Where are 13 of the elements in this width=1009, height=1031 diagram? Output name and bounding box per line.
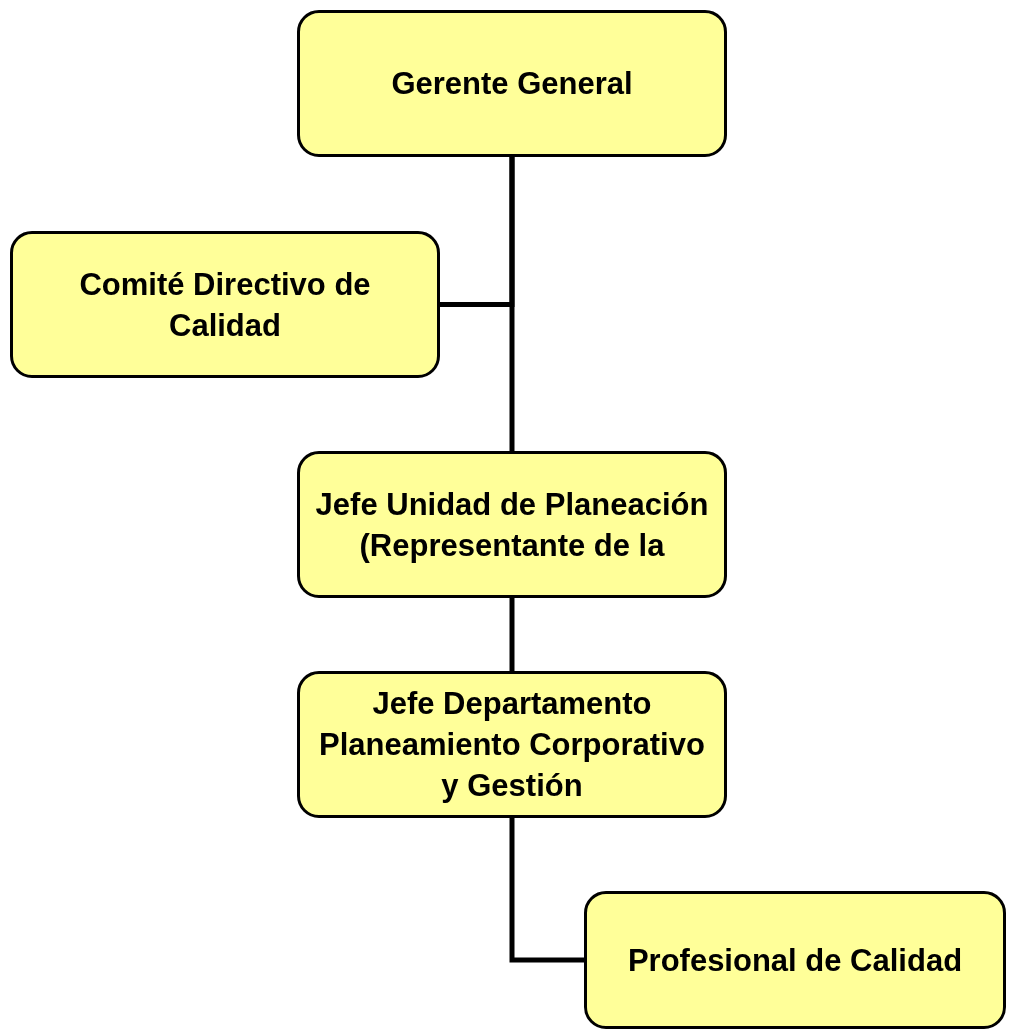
connector-line <box>440 157 515 307</box>
role-title: Jefe Departamento Planeamiento Corporativo y Gestión <box>318 685 706 805</box>
org-box <box>297 451 727 598</box>
org-box <box>297 671 727 818</box>
role-title: Jefe Unidad de Planeación (Representante de la <box>314 485 710 565</box>
org-box <box>297 10 727 157</box>
role-title: Comité Directivo de Calidad <box>78 265 372 345</box>
org-box <box>584 891 1006 1029</box>
connector-line <box>509 598 515 671</box>
role-title: Profesional de Calidad <box>627 941 963 980</box>
connector-line <box>509 818 584 963</box>
org-box <box>10 231 440 378</box>
role-title: Gerente General <box>391 65 633 103</box>
